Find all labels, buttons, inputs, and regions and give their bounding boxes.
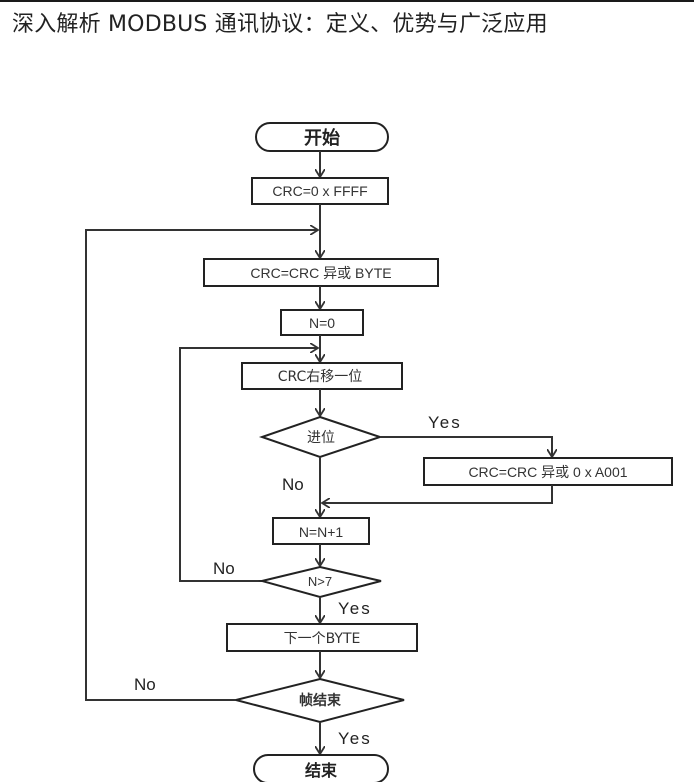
next-byte-label: 下一个BYTE (284, 631, 361, 647)
carry-yes-label: Yes (428, 413, 462, 432)
frame-no-label: No (134, 675, 156, 694)
frame-end-label: 帧结束 (299, 692, 342, 709)
n-inc-label: N=N+1 (299, 524, 344, 540)
carry-decision: 进位 (258, 415, 384, 459)
n-zero-box: N=0 (280, 309, 364, 336)
init-box: CRC=0 x FFFF (251, 177, 389, 205)
n-inc-box: N=N+1 (272, 517, 370, 545)
loop-frame-no (85, 230, 318, 701)
xor-poly-box: CRC=CRC 异或 0 x A001 (423, 457, 673, 486)
arrow-xor-poly-merge (322, 485, 553, 503)
n-check-no-label: No (213, 559, 235, 578)
carry-label: 进位 (307, 430, 335, 446)
xor-byte-box: CRC=CRC 异或 BYTE (203, 258, 439, 287)
shift-label: CRC右移一位 (278, 369, 363, 385)
start-label: 开始 (304, 127, 340, 149)
end-terminal: 结束 (253, 754, 389, 782)
next-byte-box: 下一个BYTE (226, 623, 418, 652)
end-label: 结束 (304, 761, 338, 780)
frame-end-decision: 帧结束 (235, 677, 405, 724)
loop-n-check-no (179, 348, 318, 582)
top-divider (0, 0, 694, 2)
init-label: CRC=0 x FFFF (272, 183, 367, 199)
start-terminal: 开始 (255, 122, 389, 152)
carry-no-label: No (282, 475, 304, 494)
xor-poly-label: CRC=CRC 异或 0 x A001 (468, 464, 627, 480)
frame-yes-label: Yes (338, 729, 372, 748)
page-title: 深入解析 MODBUS 通讯协议：定义、优势与广泛应用 (12, 12, 548, 37)
n-check-yes-label: Yes (338, 599, 372, 618)
n-check-label: N>7 (308, 574, 332, 589)
n-zero-label: N=0 (309, 315, 335, 331)
xor-byte-label: CRC=CRC 异或 BYTE (250, 265, 391, 281)
shift-box: CRC右移一位 (241, 362, 403, 390)
arrow-carry-yes (380, 436, 552, 457)
n-check-decision: N>7 (258, 565, 382, 599)
